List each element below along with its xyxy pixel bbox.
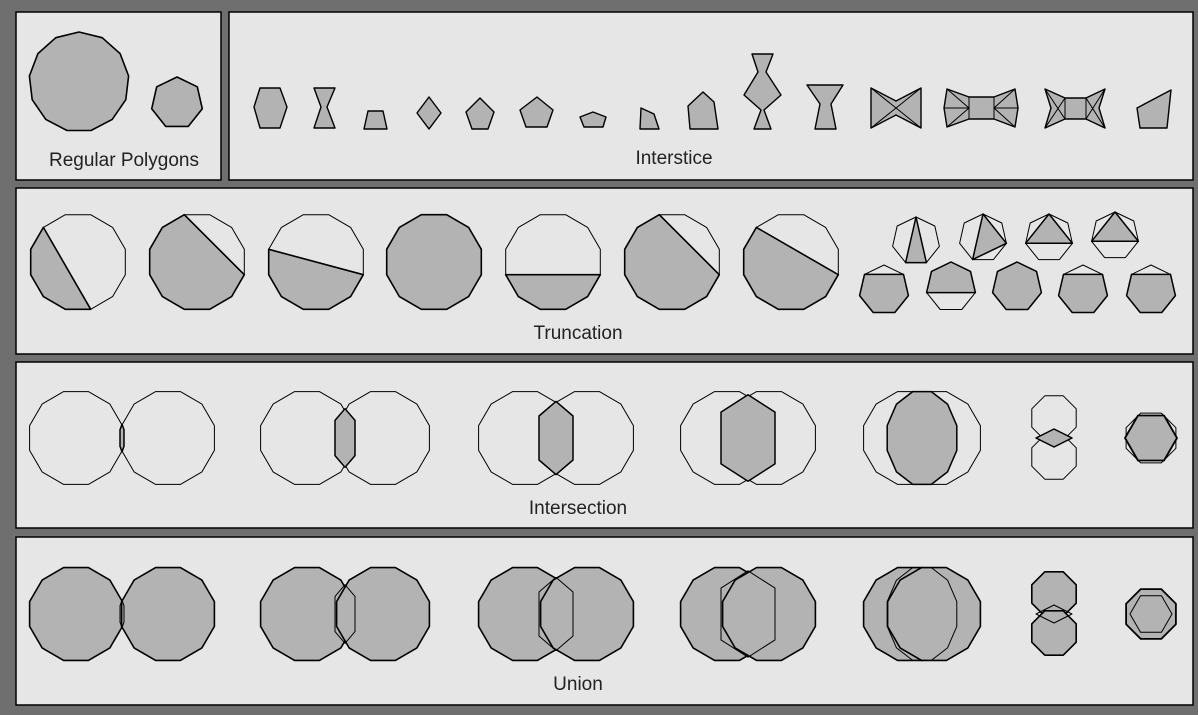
interstice-flat-pentagon [579,111,607,128]
union-region [120,566,216,662]
intersection-region [538,400,574,476]
interstice-panel [228,11,1194,181]
overlap-outline [538,576,574,652]
intersection-region [1124,414,1178,462]
interstice-quad [639,107,660,130]
truncated-polygon [1057,273,1109,314]
shapes [28,31,1178,662]
intersection-region [1035,428,1073,448]
interstice-trapezoid [363,110,388,130]
overlap-outline [334,584,356,644]
interstice-diagonal [946,88,970,109]
outline-polygon [1025,213,1073,261]
intersection-region [886,390,958,486]
truncated-polygon [267,248,365,311]
overlap-outline [886,567,958,661]
overlap-outline [1129,595,1173,633]
truncated-polygon [148,213,246,311]
regular-polygons-label: Regular Polygons [49,150,199,171]
truncated-polygon [925,261,977,294]
interstice-diagonal [870,87,922,129]
intersection-region [334,407,356,469]
interstice-diagonal [1044,97,1066,129]
large-regular-polygon [28,31,130,132]
union-region [1031,570,1077,618]
union-region [886,566,982,662]
truncated-polygon [1090,211,1140,243]
interstice-hexagon [253,87,288,129]
union-region [335,566,431,662]
interstice-diamond [416,96,442,130]
interstice-bowtie [313,87,336,129]
outline-polygon [959,213,1007,261]
union-region [28,566,124,662]
intersection-region [720,394,776,482]
intersection-label: Intersection [529,498,627,519]
truncated-polygon [742,226,840,311]
truncated-polygon [29,226,92,311]
interstice-label: Interstice [635,148,712,169]
truncated-polygon [385,213,483,311]
interstice-funnel [806,84,844,130]
overlap-outline [119,599,125,629]
truncated-polygon [1024,213,1074,245]
interstice-diagonal [1044,88,1066,120]
truncated-polygon [904,216,928,264]
union-region [1031,609,1077,657]
intersection-region [119,423,125,453]
truncated-polygon [1125,273,1177,314]
outline-polygon [1091,211,1139,259]
interstice-pentagon [465,97,495,130]
overlap-outline [1035,604,1073,624]
interstice-hourglass [743,53,782,130]
interstice-diagonal [993,107,1016,128]
interstice-pentagon [687,91,719,130]
interstice-pentagon [519,96,554,128]
intersection-panel [15,361,1194,529]
overlap-outline [720,570,776,658]
outline-polygon [1125,412,1177,464]
union-region [1125,588,1177,640]
truncated-polygon [504,273,602,311]
panel-labels: Regular Polygons Interstice Truncation I… [49,148,713,695]
union-label: Union [553,674,603,695]
union-region [259,566,355,662]
interstice-diagonal [1085,97,1106,129]
outline-polygon [29,391,123,485]
truncated-polygon [991,261,1043,311]
interstice-diagonal [1085,88,1106,120]
union-region [539,566,635,662]
interstice-quad [1136,89,1172,129]
panels [15,11,1194,706]
truncated-polygon [623,213,721,311]
small-regular-polygon [150,76,204,128]
interstice-diagonal [946,107,970,128]
outline-polygon [1031,434,1077,480]
outline-polygon [260,391,354,485]
truncation-label: Truncation [533,323,622,344]
truncated-polygon [858,273,910,314]
union-region [721,566,817,662]
truncated-polygon [971,213,1008,261]
interstice-diagonal [993,88,1016,109]
